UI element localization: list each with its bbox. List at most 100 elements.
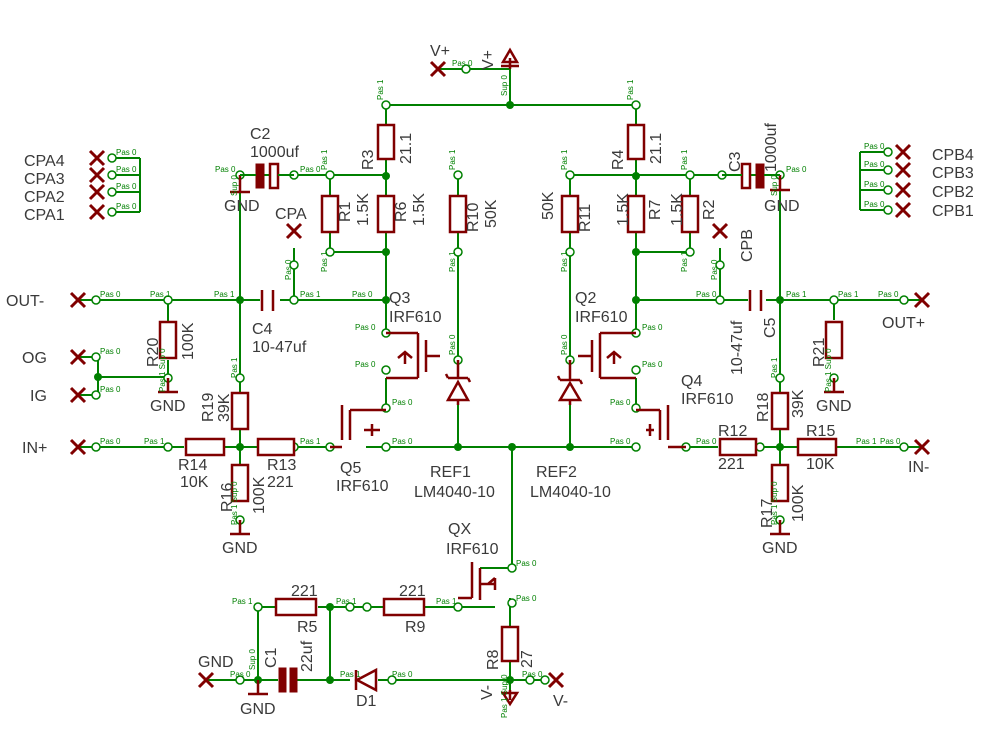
resistor-r1 — [320, 194, 340, 234]
r1-value: 1.5K — [355, 193, 372, 226]
svg-text:Pas 0: Pas 0 — [642, 360, 663, 369]
svg-text:Pas 0: Pas 0 — [516, 594, 537, 603]
wires — [78, 68, 922, 690]
r3-value: 21.1 — [398, 133, 415, 164]
r9-name: R9 — [405, 619, 426, 636]
c3-name: C3 — [727, 151, 744, 172]
svg-text:Pas 0: Pas 0 — [392, 437, 413, 446]
svg-text:Pas 0: Pas 0 — [392, 670, 413, 679]
svg-text:Pas 1: Pas 1 — [770, 357, 779, 378]
svg-text:Pas 1: Pas 1 — [214, 290, 235, 299]
gnd-top-left-label: GND — [224, 198, 260, 215]
r1-name: R1 — [337, 201, 354, 222]
gnd-top-right-label: GND — [764, 198, 800, 215]
r15-value: 10K — [806, 456, 835, 473]
svg-text:Pas 0: Pas 0 — [642, 323, 663, 332]
capacitor-c5 — [748, 290, 763, 311]
svg-text:Pas 0: Pas 0 — [522, 670, 543, 679]
resistor-r8 — [500, 625, 520, 663]
r4-name: R4 — [610, 149, 627, 170]
r8-name: R8 — [485, 649, 502, 670]
capacitors — [240, 162, 780, 693]
cpa4-label: CPA4 — [24, 153, 65, 170]
cpb3-label: CPB3 — [932, 165, 974, 182]
r6-value: 1.5K — [411, 193, 428, 226]
cpa2-x — [88, 183, 106, 201]
q3-name: Q3 — [389, 290, 410, 307]
r11-name: R11 — [577, 204, 594, 232]
cpa-x — [285, 222, 303, 240]
gnd-r21-label: GND — [816, 398, 852, 415]
q2-name: Q2 — [575, 290, 596, 307]
cpb4-label: CPB4 — [932, 147, 974, 164]
svg-text:Pas 1 Sup 0: Pas 1 Sup 0 — [230, 481, 239, 525]
svg-text:Pas 0: Pas 0 — [516, 559, 537, 568]
q4-value: IRF610 — [681, 391, 734, 408]
svg-text:Pas 1: Pas 1 — [376, 79, 385, 100]
cpb4-x — [894, 143, 912, 161]
q3-value: IRF610 — [389, 309, 442, 326]
r2-name: R2 — [701, 199, 718, 220]
svg-text:Pas 1: Pas 1 — [336, 597, 357, 606]
out-minus-label: OUT- — [6, 293, 44, 310]
qx-name: QX — [448, 521, 471, 538]
cpb-label: CPB — [739, 229, 756, 262]
c3-value: 1000uf — [763, 123, 780, 172]
cpa4-x — [88, 149, 106, 167]
r7-name: R7 — [647, 199, 664, 220]
mosfets — [330, 331, 686, 600]
mosfet-qx — [458, 562, 497, 600]
out-minus-x — [69, 291, 87, 309]
svg-text:Pas 0: Pas 0 — [864, 160, 885, 169]
resistor-r9 — [382, 597, 426, 617]
vminus-supply-symbol — [500, 690, 520, 707]
svg-text:Pas 1: Pas 1 — [320, 251, 329, 272]
r11-value: 50K — [540, 191, 557, 220]
resistor-r17 — [770, 463, 790, 503]
r18-value: 39K — [790, 389, 807, 418]
resistor-r12 — [718, 437, 758, 457]
ig-x — [69, 386, 87, 404]
mosfet-q2 — [578, 331, 636, 380]
r5-value: 221 — [291, 583, 318, 600]
net-labels: V+ V+ CPA4 CPA3 CPA2 CPA1 CPB4 CPB3 CPB2… — [6, 43, 974, 718]
r15-name: R15 — [806, 423, 835, 440]
gnd-symbol-c3 — [770, 175, 790, 192]
svg-text:Pas 0: Pas 0 — [230, 670, 251, 679]
c5-name: C5 — [762, 317, 779, 338]
r7-value: 1.5K — [615, 193, 632, 226]
svg-text:Pas 0: Pas 0 — [710, 259, 719, 280]
svg-text:Pas 1: Pas 1 — [626, 79, 635, 100]
component-labels: C2 1000uf C3 1000uf R3 21.1 R4 21.1 R1 1… — [145, 123, 835, 710]
capacitor-c3 — [722, 162, 780, 190]
svg-text:Pas 0: Pas 0 — [352, 290, 373, 299]
svg-text:Sup 0: Sup 0 — [770, 175, 779, 196]
vminus-rotated-label: V- — [479, 685, 496, 700]
svg-text:Pas 1 Sup 0: Pas 1 Sup 0 — [500, 674, 509, 718]
q5-value: IRF610 — [336, 478, 389, 495]
gnd-r20-label: GND — [150, 398, 186, 415]
r16-value: 100K — [251, 476, 268, 514]
ref1-name: REF1 — [430, 464, 471, 481]
svg-text:Pas 1: Pas 1 — [680, 251, 689, 272]
resistor-r16 — [230, 463, 250, 503]
diodes — [354, 360, 584, 693]
svg-text:Pas 0: Pas 0 — [116, 165, 137, 174]
cpa2-label: CPA2 — [24, 189, 65, 206]
zener-ref1 — [444, 360, 472, 405]
gnd-r16-label: GND — [222, 540, 258, 557]
ref1-value: LM4040-10 — [414, 484, 495, 501]
vplus-x — [429, 60, 447, 78]
svg-text:Pas 0: Pas 0 — [610, 437, 631, 446]
r21-name: R21 — [811, 338, 828, 367]
resistor-r4 — [626, 123, 646, 161]
junctions — [94, 101, 784, 684]
gnd-r17-label: GND — [762, 540, 798, 557]
q2-value: IRF610 — [575, 309, 628, 326]
svg-text:Pas 0: Pas 0 — [696, 290, 717, 299]
resistor-r15 — [796, 437, 838, 457]
in-plus-x — [69, 438, 87, 456]
svg-text:Pas 1: Pas 1 — [144, 437, 165, 446]
svg-text:Pas 0: Pas 0 — [100, 347, 121, 356]
out-plus-label: OUT+ — [882, 315, 925, 332]
